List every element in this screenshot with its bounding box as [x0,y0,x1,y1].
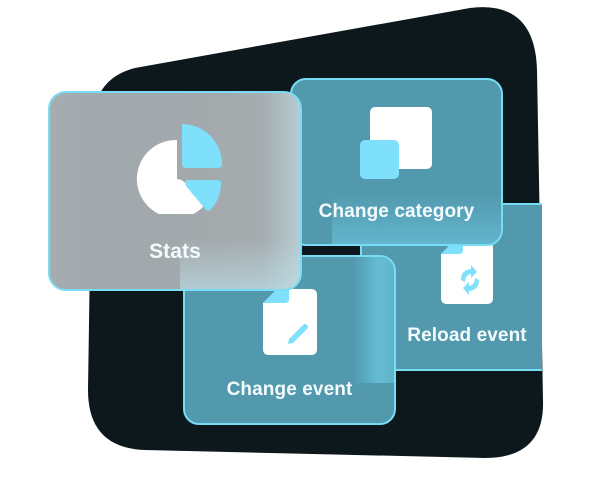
stats-label: Stats [149,240,201,263]
overlapping-squares-icon [360,107,432,179]
card-glow [332,194,501,244]
change-event-label: Change event [226,379,353,400]
stats-card[interactable]: Stats [48,91,302,291]
document-edit-icon [263,289,317,355]
document-refresh-icon [441,242,493,304]
card-glow [180,239,300,289]
reload-event-label: Reload event [407,325,527,346]
change-category-card[interactable]: Change category [290,78,503,246]
pie-chart-icon [136,124,222,214]
card-glow [354,257,394,383]
change-category-label: Change category [318,201,475,222]
